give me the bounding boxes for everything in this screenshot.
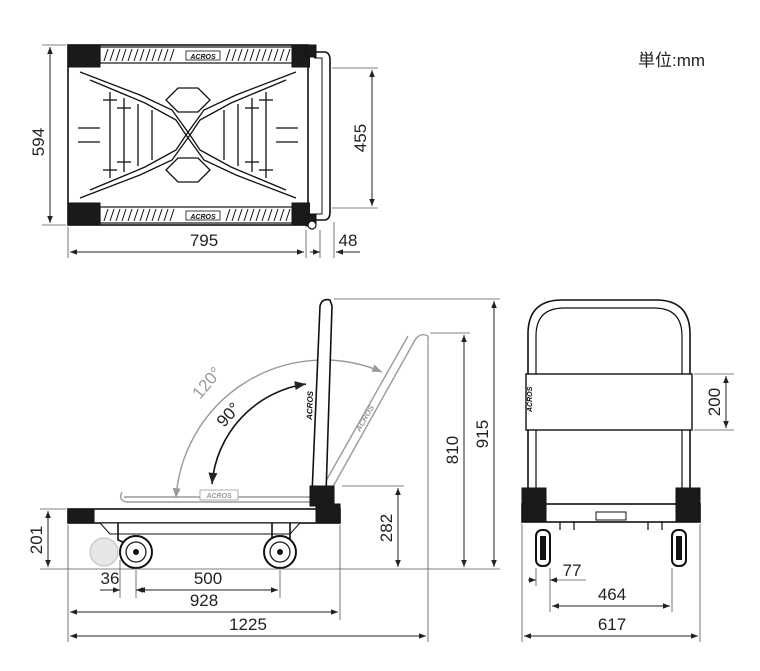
caster-offset-label: 36 <box>101 569 120 588</box>
brand-mark-folded: ACROS <box>205 493 232 500</box>
handle-depth-label: 48 <box>339 231 358 250</box>
folded-handle-ghost <box>119 491 318 503</box>
deck-x-pattern <box>78 71 298 199</box>
brand-mark-bottom: ACROS <box>189 214 216 221</box>
side-view: ACROS ACROS 120° 90° ACROS <box>27 298 500 642</box>
folded-handle-top <box>310 51 331 221</box>
open-handle-ghost <box>329 333 429 493</box>
overall-length-label: 1225 <box>229 615 267 634</box>
width-label: 795 <box>190 231 218 250</box>
wheelbase-label: 500 <box>194 569 222 588</box>
upright-handle <box>311 298 333 495</box>
corner-bumper-bl <box>67 202 101 226</box>
brand-mark-upright: ACROS <box>305 390 315 421</box>
side-deck <box>67 508 341 524</box>
brand-mark-top: ACROS <box>189 54 216 61</box>
front-handle-outer <box>527 299 691 496</box>
overall-width-label: 617 <box>598 615 626 634</box>
deck-length-label: 928 <box>190 591 218 610</box>
front-view: ACROS 200 77 464 617 <box>521 299 734 642</box>
wheel-width-label: 77 <box>563 561 582 580</box>
overall-height-label: 915 <box>473 420 492 448</box>
angle-open-label: 120° <box>189 363 226 402</box>
inner-width-label: 464 <box>598 585 626 604</box>
grip-height-label: 200 <box>705 388 724 416</box>
deck-outline <box>67 44 309 226</box>
top-view: ACROS ACROS <box>29 44 378 258</box>
arc-90 <box>208 381 307 485</box>
unit-label: 単位:mm <box>638 51 705 70</box>
caster-ghost <box>89 537 119 567</box>
inner-depth-label: 455 <box>351 124 370 152</box>
corner-bumper-tl <box>67 44 101 68</box>
deck-height-label: 282 <box>377 514 396 542</box>
angle-fold-label: 90° <box>213 399 244 431</box>
brand-mark-front: ACROS <box>527 386 534 413</box>
grip-band <box>525 373 693 431</box>
platform-height-label: 201 <box>27 526 46 554</box>
handle-height-label: 810 <box>443 436 462 464</box>
depth-label: 594 <box>29 128 48 156</box>
